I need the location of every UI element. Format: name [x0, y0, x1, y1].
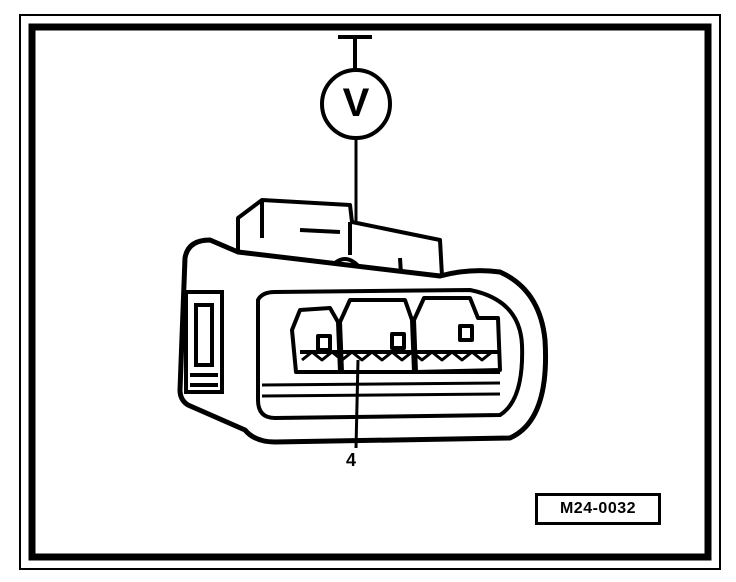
probe-terminal	[338, 35, 372, 70]
reference-code: M24-0032	[559, 500, 637, 517]
bottom-rail	[261, 381, 501, 398]
reference-code-box: M24-0032	[535, 493, 661, 525]
pin-lead	[354, 359, 360, 449]
inner-frame	[28, 23, 712, 561]
outer-frame	[19, 14, 721, 570]
terminal-blocks	[290, 296, 502, 374]
voltmeter-symbol: V	[342, 81, 370, 125]
pin-label: 4	[346, 450, 357, 470]
side-lock	[184, 290, 224, 394]
